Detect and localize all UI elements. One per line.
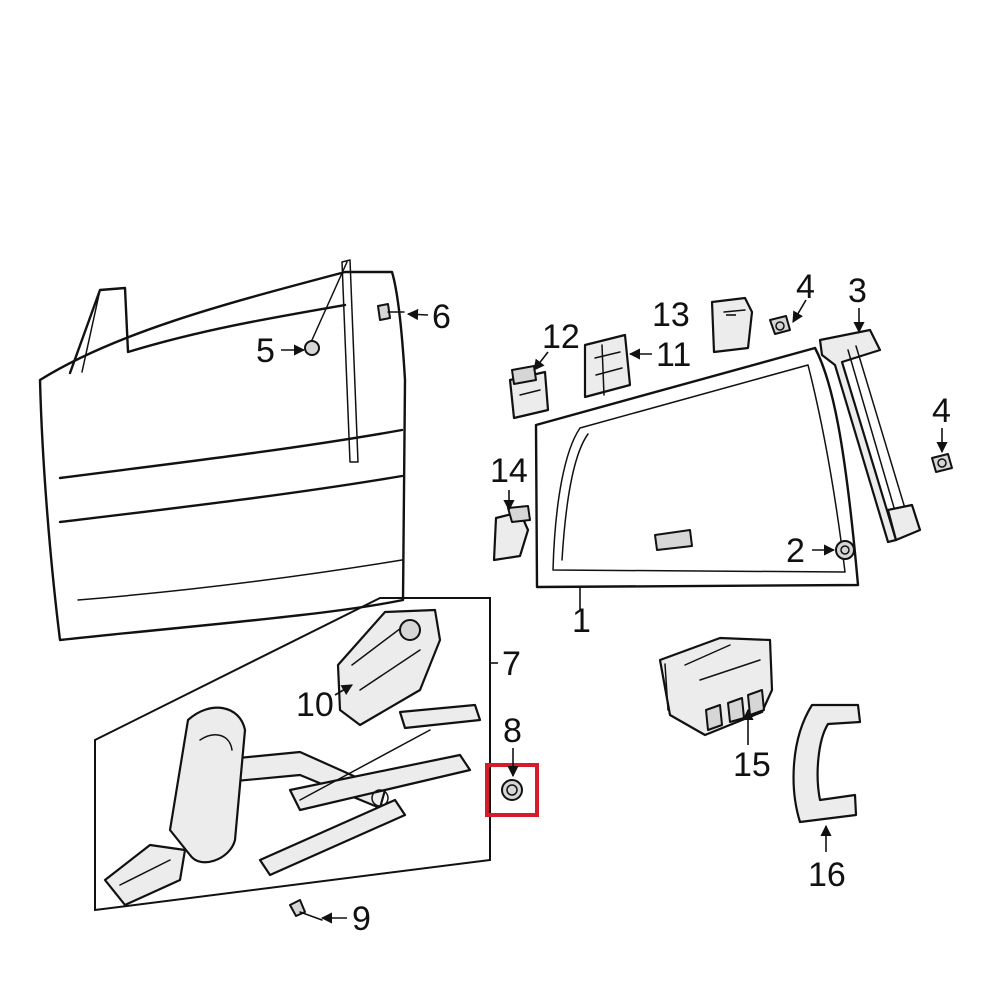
highlight-box: [485, 763, 539, 817]
callout-4-right: 4: [932, 392, 951, 430]
clamp-11: [583, 333, 632, 399]
callout-3: 3: [848, 272, 867, 310]
bracket-13: [710, 296, 754, 354]
callout-6: 6: [432, 298, 451, 336]
callout-1: 1: [572, 602, 591, 640]
nut-8: [501, 779, 523, 801]
callout-16: 16: [808, 856, 846, 894]
callout-11: 11: [656, 336, 691, 374]
callout-5: 5: [256, 332, 275, 370]
guide-rail: [818, 328, 922, 544]
callout-10: 10: [296, 686, 334, 724]
clip-12: [508, 365, 550, 420]
callout-4-top: 4: [796, 268, 815, 306]
bracket-14: [492, 505, 531, 562]
bolt-6: [377, 303, 405, 321]
regulator-assembly: [94, 597, 491, 912]
callout-15: 15: [733, 746, 771, 784]
door-glass-channel: [304, 259, 359, 463]
callout-labels: 1 2 3 4 4 5 6 7 8 9 10 11 12 13 14 15 16: [256, 268, 951, 938]
door-shell: [38, 270, 407, 642]
seal-16: [792, 703, 862, 824]
callout-13: 13: [652, 296, 690, 334]
callout-9: 9: [352, 900, 371, 938]
callout-14: 14: [490, 452, 528, 490]
callout-2: 2: [786, 532, 805, 570]
callout-8: 8: [503, 712, 522, 750]
pin-9: [289, 899, 323, 921]
callout-7: 7: [502, 645, 521, 683]
window-glass: [534, 346, 860, 589]
leader-lines: [281, 299, 948, 924]
nut-2: [835, 540, 855, 560]
screw-4-top: [769, 315, 791, 335]
trim-15: [658, 636, 774, 737]
screw-4-right: [931, 453, 953, 473]
callout-12: 12: [542, 318, 580, 356]
